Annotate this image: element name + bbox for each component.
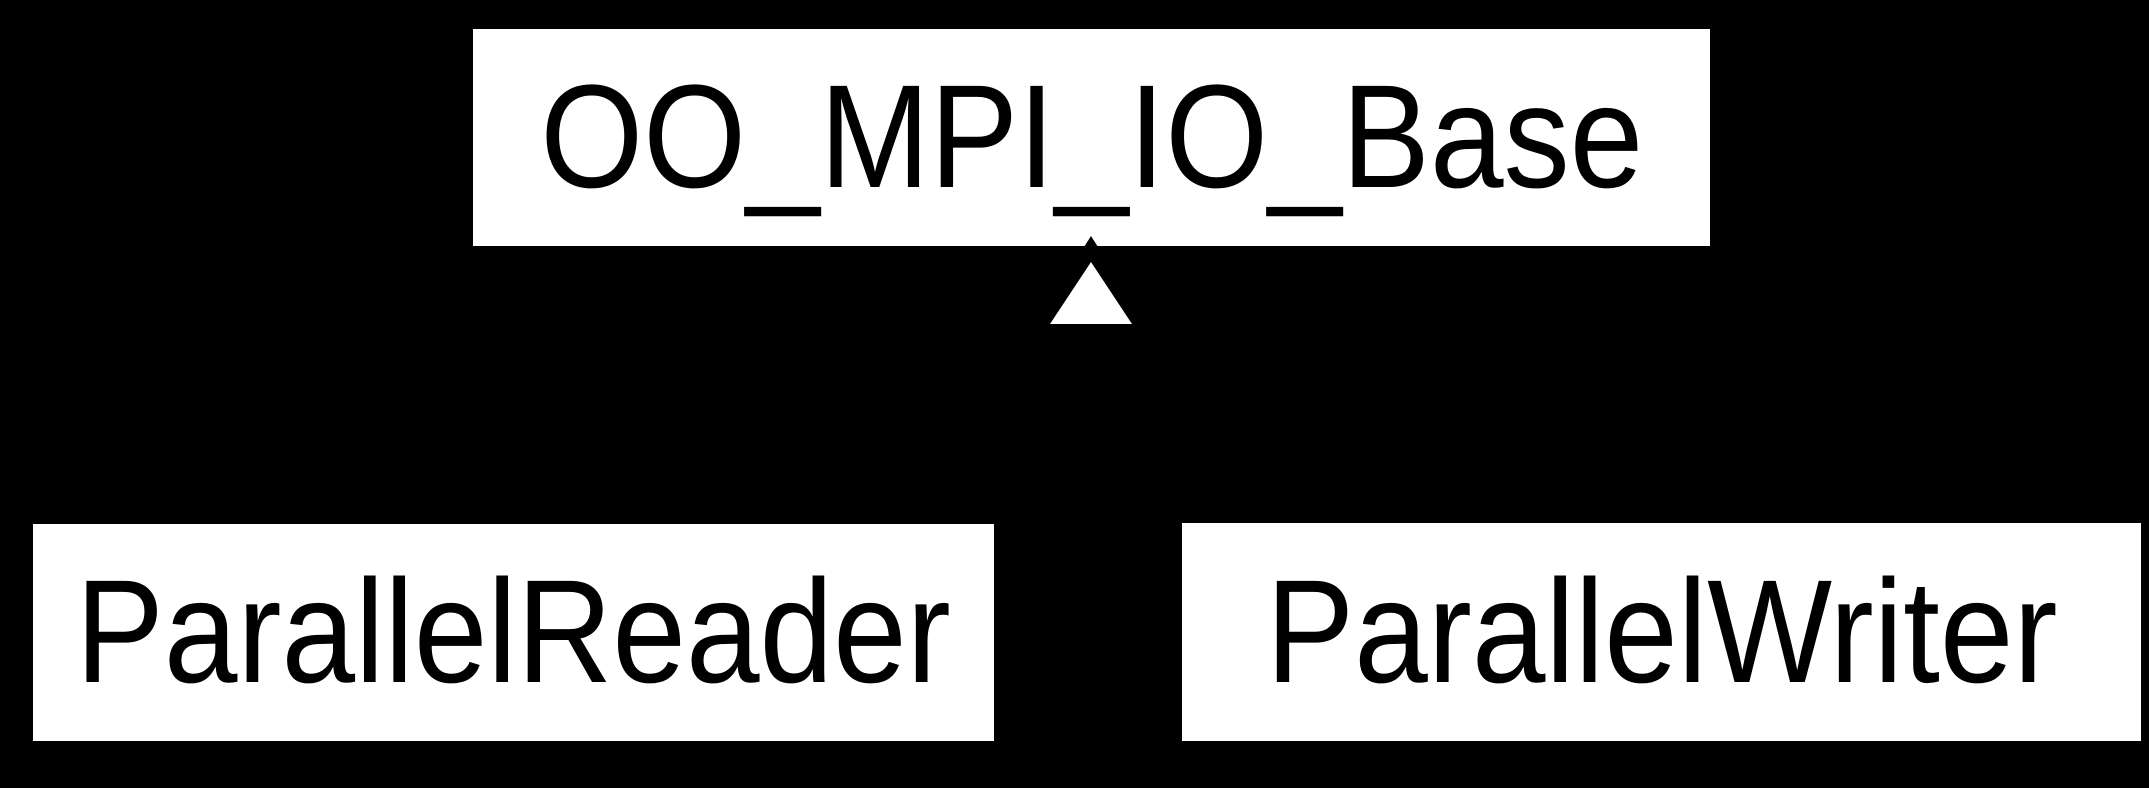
class-node-label: OO_MPI_IO_Base [540, 55, 1643, 219]
inheritance-arrow-icon [1050, 262, 1132, 324]
class-node-label: ParallelWriter [1265, 549, 2058, 714]
class-node-label: ParallelReader [75, 550, 952, 714]
class-node-parallelwriter[interactable]: ParallelWriter [1182, 523, 2141, 741]
class-node-parallelreader[interactable]: ParallelReader [33, 524, 994, 741]
class-node-oo-mpi-io-base[interactable]: OO_MPI_IO_Base [473, 29, 1710, 246]
inheritance-arrow-apex-notch [1084, 236, 1098, 247]
